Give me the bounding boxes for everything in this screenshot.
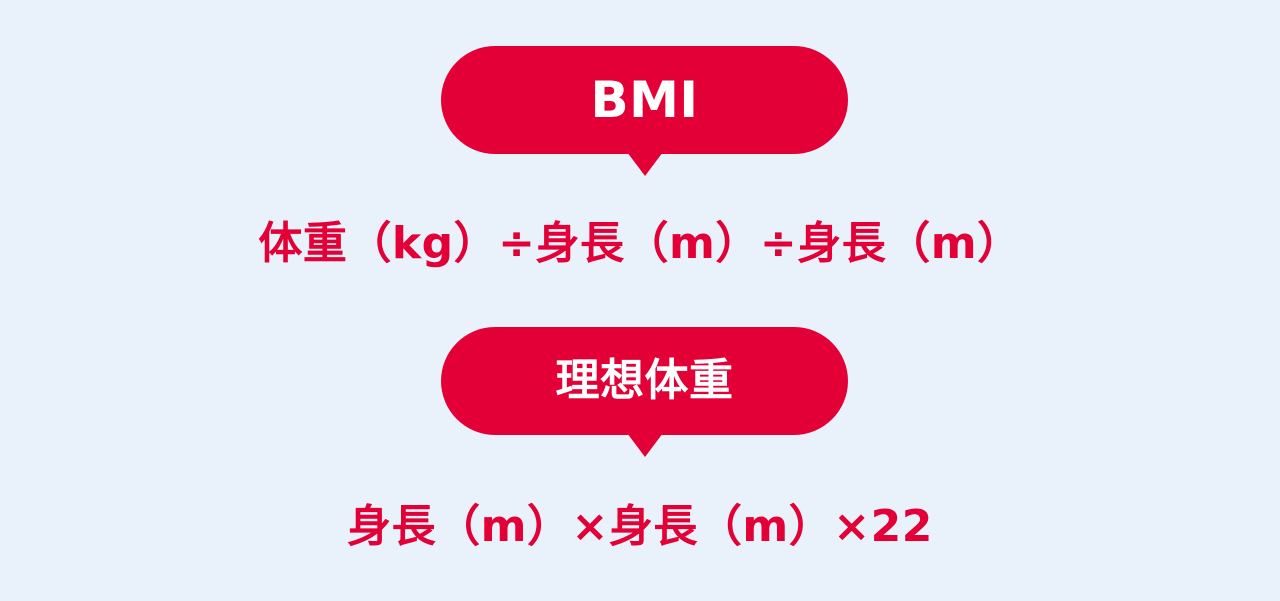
- ideal-weight-label-bubble-tail: [626, 433, 663, 457]
- bmi-label-bubble-tail: [626, 152, 663, 176]
- bmi-label-text: BMI: [590, 71, 699, 129]
- ideal-weight-label-text: 理想体重: [555, 355, 734, 406]
- ideal-weight-formula: 身長（m）×身長（m）×22: [347, 501, 933, 552]
- bmi-label-bubble: BMI: [441, 46, 848, 176]
- bmi-formula: 体重（kg）÷身長（m）÷身長（m）: [258, 218, 1022, 269]
- ideal-weight-label-bubble: 理想体重: [441, 327, 848, 457]
